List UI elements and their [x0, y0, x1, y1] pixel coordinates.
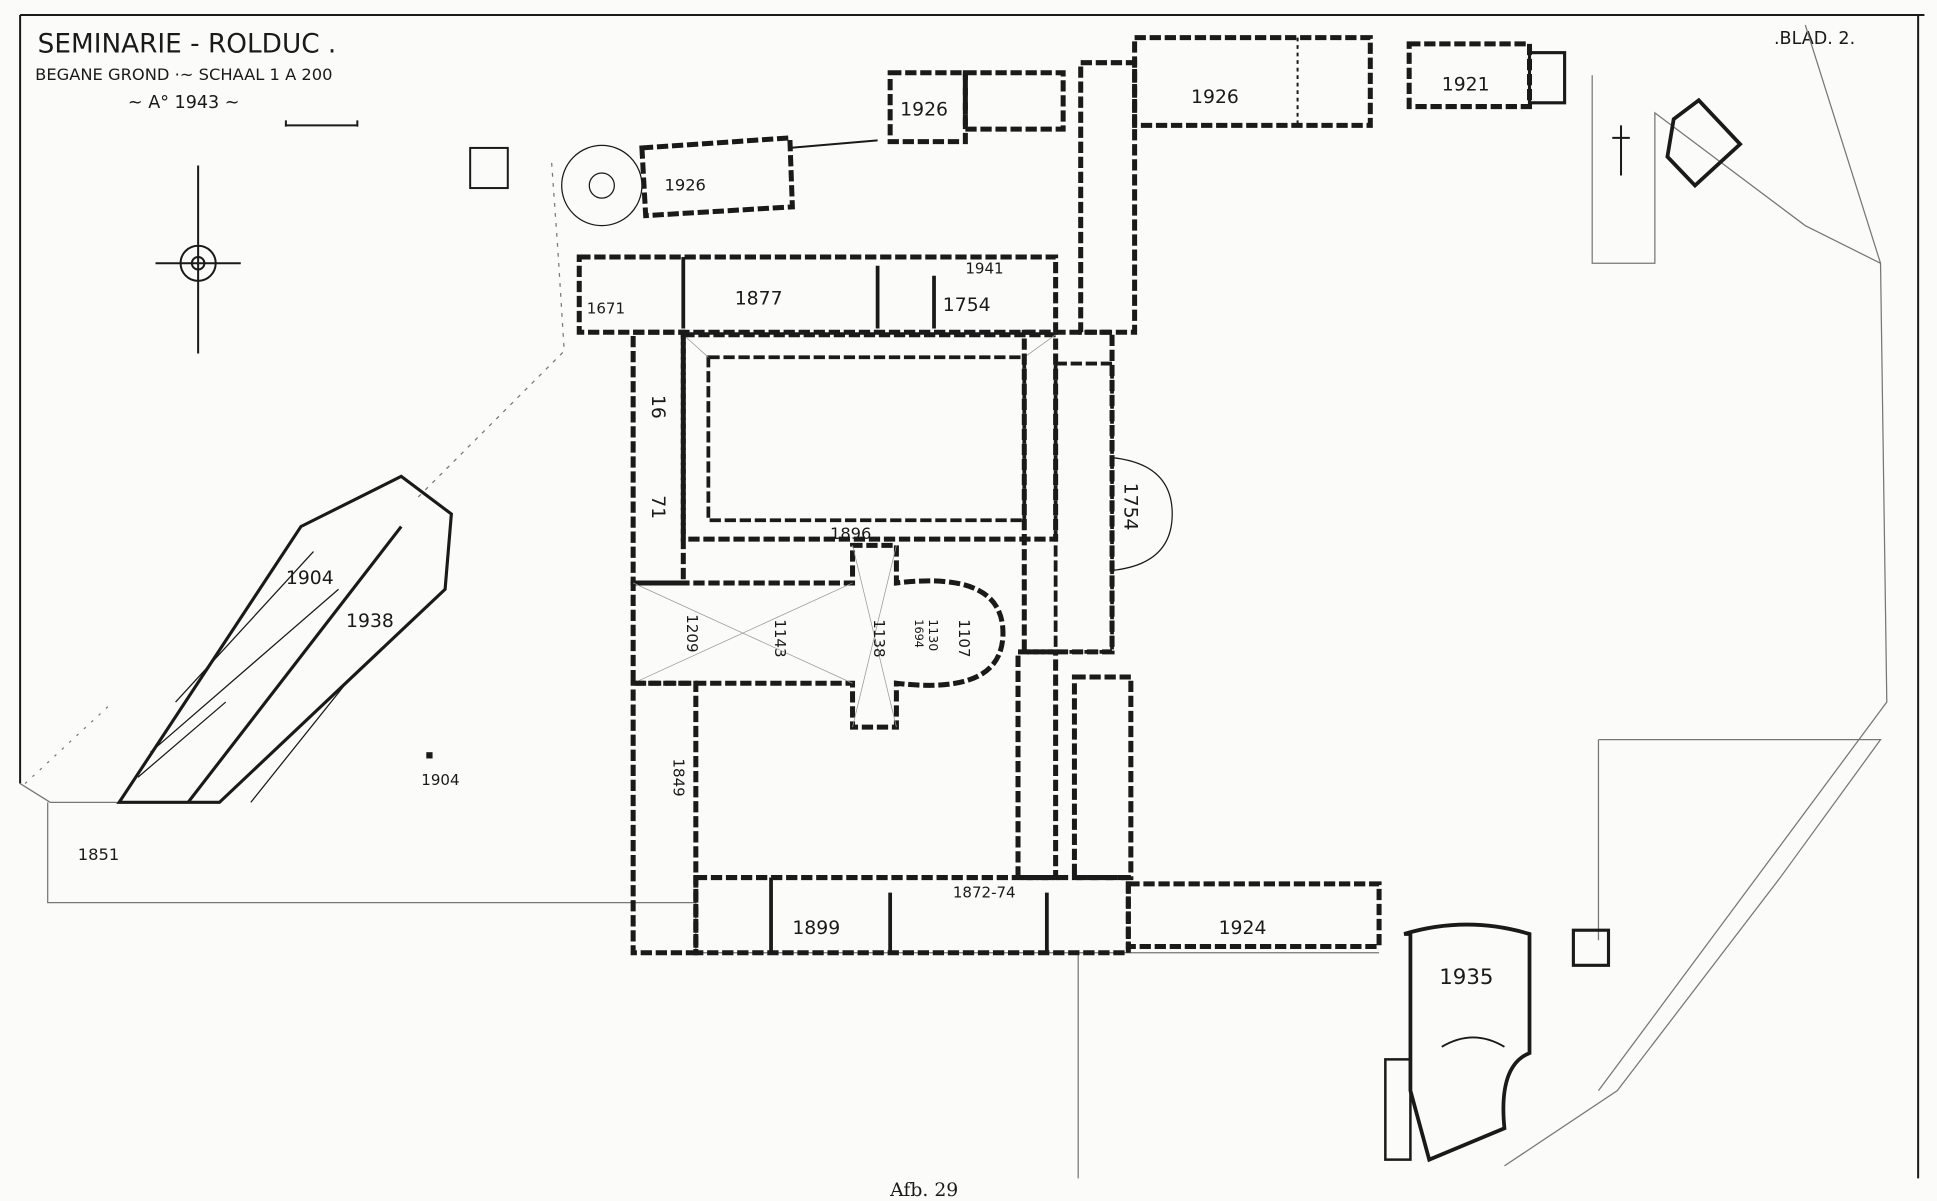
label-1926-north: 1926 [900, 99, 948, 120]
label-1138: 1138 [870, 619, 888, 657]
west-block [116, 474, 454, 804]
label-1754-north: 1754 [943, 295, 991, 316]
plan-subtitle: BEGANE GROND ·~ SCHAAL 1 A 200 [35, 65, 332, 84]
church [630, 542, 1006, 730]
site-boundary [19, 24, 1888, 1179]
plan-title: SEMINARIE - ROLDUC . [38, 30, 337, 60]
label-1896: 1896 [830, 524, 871, 543]
label-1924: 1924 [1219, 918, 1267, 939]
label-1754-east: 1754 [1120, 483, 1141, 531]
label-west-block-1938: 1938 [346, 611, 394, 632]
label-1107: 1107 [955, 619, 973, 657]
north-arrow-icon [155, 165, 241, 354]
label-1941: 1941 [965, 259, 1003, 277]
label-1143: 1143 [771, 619, 789, 657]
label-west-block-1904: 1904 [286, 568, 334, 589]
plan-year: ~ A° 1943 ~ [128, 93, 240, 113]
label-garden-1904: 1904 [421, 771, 459, 789]
pavilion [469, 146, 509, 190]
label-71: 71 [647, 495, 668, 519]
sheet-number: .BLAD. 2. [1774, 29, 1855, 49]
label-1851: 1851 [78, 845, 119, 864]
label-1899: 1899 [792, 918, 840, 939]
cross-icon [1612, 125, 1630, 176]
label-1926-east: 1926 [1191, 87, 1239, 108]
label-16: 16 [647, 395, 668, 419]
label-1130: 1130 [926, 619, 941, 651]
label-1877: 1877 [735, 289, 783, 310]
label-1849: 1849 [669, 758, 687, 796]
label-1209: 1209 [683, 614, 701, 652]
label-1694: 1694 [912, 619, 925, 648]
cloister [680, 332, 1059, 542]
theatre [1403, 922, 1532, 1163]
figure-caption: Afb. 29 [889, 1180, 958, 1201]
label-1935: 1935 [1439, 965, 1493, 990]
sheet-border [19, 14, 1925, 1179]
rotunda [561, 144, 643, 227]
west-path [413, 162, 565, 502]
label-1921: 1921 [1442, 74, 1490, 95]
label-1872-74: 1872-74 [953, 884, 1016, 902]
scale-bar [284, 120, 359, 127]
label-1671: 1671 [587, 299, 625, 317]
label-1926-west: 1926 [664, 176, 705, 195]
